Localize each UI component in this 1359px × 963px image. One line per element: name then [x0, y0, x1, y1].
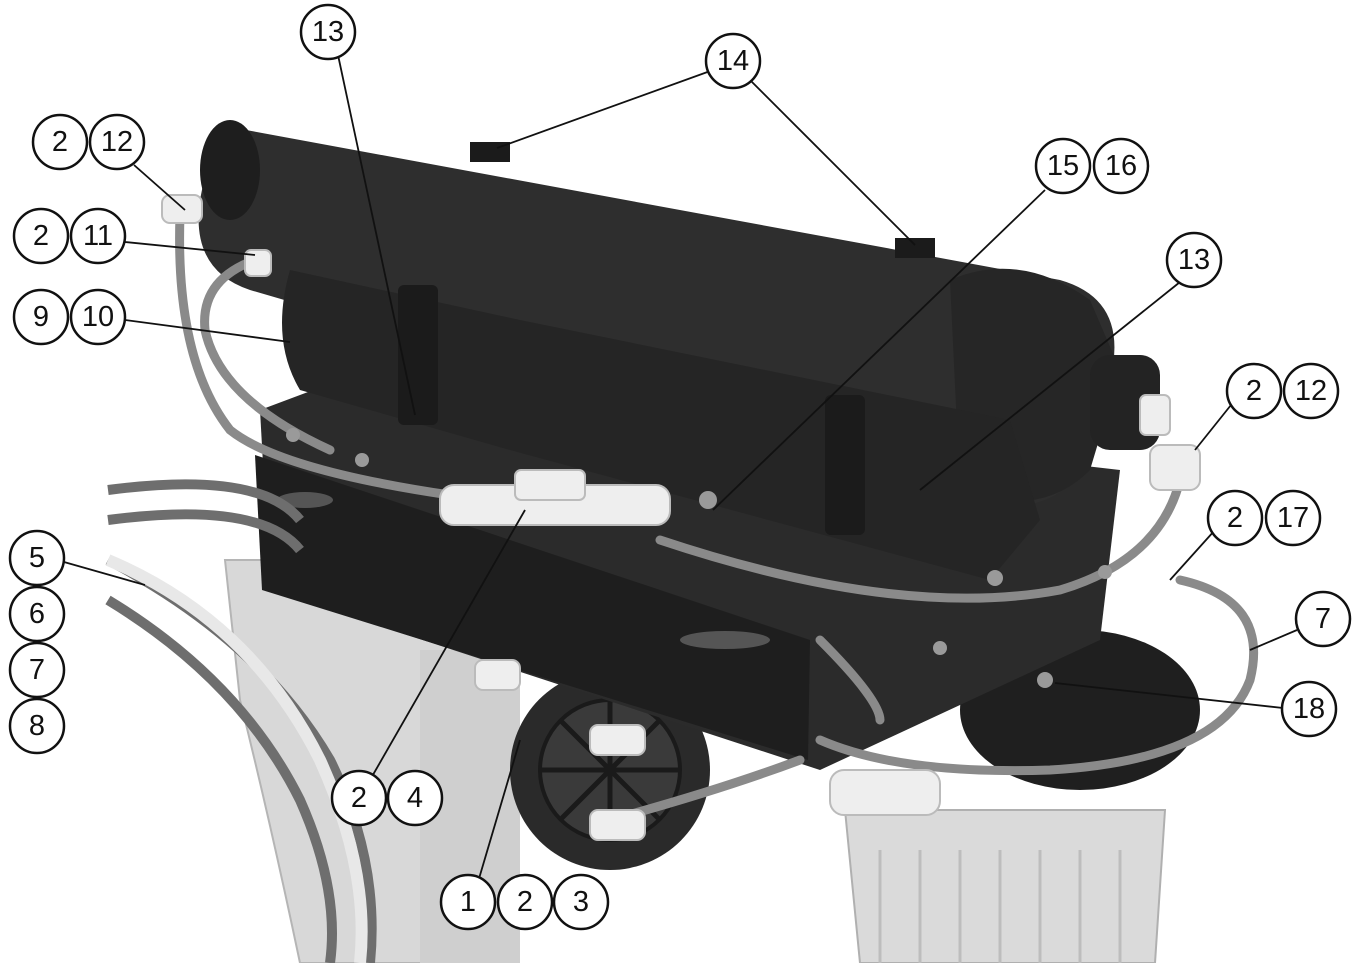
callout-label: 12 — [101, 126, 133, 158]
callout-6: 6 — [8, 585, 66, 643]
callout-label: 3 — [573, 886, 589, 918]
callout-15-16: 15 16 — [1034, 137, 1150, 195]
callout-label: 11 — [83, 220, 113, 252]
bracket-slot — [277, 492, 333, 508]
callout-label: 16 — [1105, 150, 1137, 182]
callout-label: 12 — [1295, 375, 1327, 407]
callout-2-17: 2 17 — [1206, 489, 1322, 547]
callout-2-4: 2 4 — [330, 769, 444, 827]
clip-top — [895, 238, 935, 258]
callout-label: 6 — [29, 598, 45, 630]
callout-label: 15 — [1047, 150, 1079, 182]
callout-label: 17 — [1277, 502, 1309, 534]
product-illustration — [105, 120, 1259, 963]
callouts: 13 14 2 12 15 16 2 11 13 — [8, 3, 1352, 931]
front-bracket-plate — [255, 455, 810, 760]
callout-2-12-left: 2 12 — [31, 113, 146, 171]
right-filter-housing — [843, 809, 1167, 963]
screws — [286, 428, 1112, 688]
callout-7-left: 7 — [8, 641, 66, 699]
fittings — [161, 194, 1201, 841]
right-filter-ribs — [878, 850, 1122, 963]
callout-label: 2 — [1227, 502, 1243, 534]
callout-7-right: 7 — [1294, 590, 1352, 648]
callout-label: 2 — [351, 782, 367, 814]
callout-13-right: 13 — [1165, 231, 1223, 289]
callout-14: 14 — [704, 32, 762, 90]
callout-2-11: 2 11 — [12, 207, 127, 265]
callout-label: 13 — [1178, 244, 1210, 276]
callout-label: 4 — [407, 782, 423, 814]
bracket-slot — [680, 631, 770, 649]
callout-label: 1 — [460, 886, 476, 918]
clamp — [398, 285, 438, 425]
callout-label: 13 — [312, 16, 344, 48]
white-tubing — [105, 554, 368, 963]
callout-label: 18 — [1293, 693, 1325, 725]
callout-label: 2 — [52, 126, 68, 158]
callout-2-12-right: 2 12 — [1225, 362, 1340, 420]
callout-1-2-3: 1 2 3 — [439, 873, 610, 931]
callout-label: 14 — [717, 45, 749, 77]
callout-8: 8 — [8, 697, 66, 755]
callout-label: 7 — [29, 654, 45, 686]
callout-13-top: 13 — [299, 3, 357, 61]
callout-label: 5 — [29, 542, 45, 574]
callout-label: 7 — [1315, 603, 1331, 635]
callout-label: 2 — [1246, 375, 1262, 407]
clamp — [825, 395, 865, 535]
leader-lines — [63, 54, 1298, 883]
booster-pump — [510, 670, 710, 870]
callout-18: 18 — [1280, 680, 1338, 738]
callout-5: 5 — [8, 529, 66, 587]
callout-label: 9 — [33, 301, 49, 333]
callout-label: 2 — [517, 886, 533, 918]
callout-9-10: 9 10 — [12, 288, 127, 346]
callout-label: 2 — [33, 220, 49, 252]
callout-label: 8 — [29, 710, 45, 742]
callout-label: 10 — [82, 301, 114, 333]
